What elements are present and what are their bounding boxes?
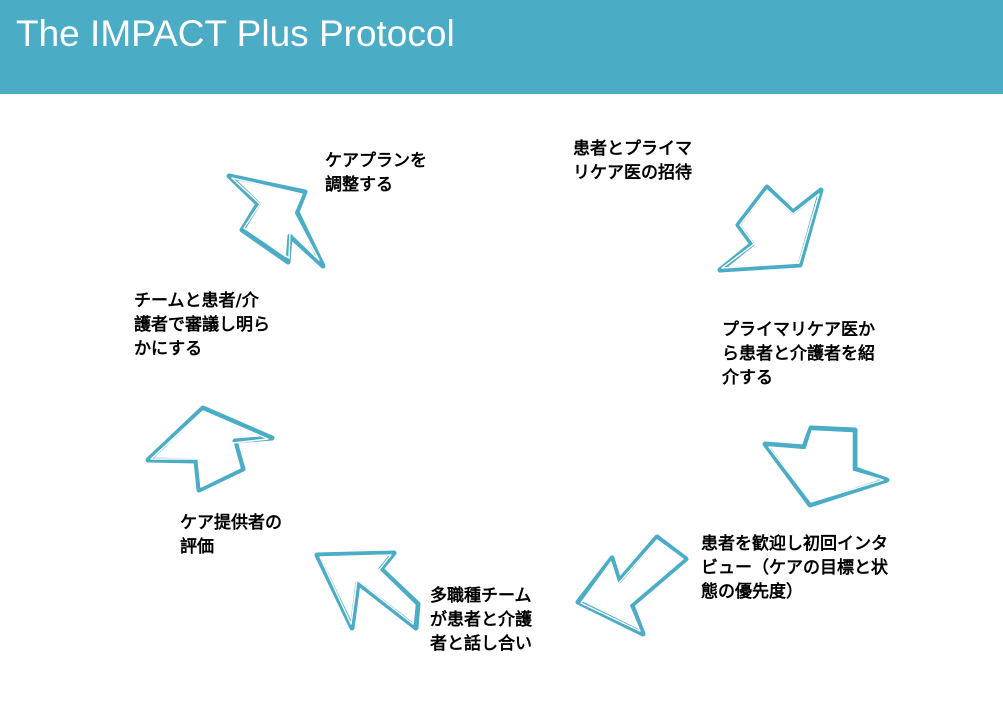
step-3-interview: 患者を歓迎し初回インタ ビュー（ケアの目標と状 態の優先度）	[701, 532, 888, 604]
step-3-line-3: 態の優先度）	[701, 582, 803, 602]
step-4-line-2: が患者と介護	[430, 610, 532, 630]
step-6-line-1: チームと患者/介	[134, 291, 259, 311]
slide-title: The IMPACT Plus Protocol	[16, 13, 455, 54]
step-7-line-1: ケアプランを	[325, 151, 427, 171]
step-2-referral: プライマリケア医か ら患者と介護者を紹 介する	[722, 318, 875, 390]
arrow-icon-4	[314, 550, 421, 631]
step-7-line-2: 調整する	[325, 175, 393, 195]
step-6-deliberation: チームと患者/介 護者で審議し明ら かにする	[134, 289, 270, 361]
step-3-line-1: 患者を歓迎し初回インタ	[701, 534, 888, 554]
step-3-line-2: ビュー（ケアの目標と状	[701, 558, 888, 578]
arrow-icon-1	[717, 184, 824, 273]
step-1-invite: 患者とプライマ リケア医の招待	[573, 137, 692, 185]
step-5-line-1: ケア提供者の	[180, 513, 282, 533]
step-6-line-3: かにする	[134, 339, 203, 359]
step-2-line-2: ら患者と介護者を紹	[722, 344, 875, 364]
step-5-provider-assessment: ケア提供者の 評価	[180, 511, 282, 559]
step-6-line-2: 護者で審議し明ら	[134, 315, 270, 335]
step-1-line-2: リケア医の招待	[573, 163, 692, 183]
arrow-icon-3	[575, 534, 689, 637]
step-5-line-2: 評価	[180, 537, 214, 557]
title-bar: The IMPACT Plus Protocol	[0, 0, 1003, 94]
arrow-icon-5	[145, 405, 275, 493]
step-4-line-1: 多職種チーム	[430, 586, 532, 606]
arrow-icon-2	[762, 425, 890, 508]
step-4-team-discussion: 多職種チーム が患者と介護 者と話し合い	[430, 584, 532, 656]
step-1-line-1: 患者とプライマ	[573, 139, 692, 159]
step-2-line-3: 介する	[722, 368, 773, 388]
step-2-line-1: プライマリケア医か	[722, 320, 875, 340]
step-7-care-plan: ケアプランを 調整する	[325, 149, 427, 197]
arrow-icon-6	[226, 173, 326, 269]
step-4-line-3: 者と話し合い	[430, 634, 532, 654]
